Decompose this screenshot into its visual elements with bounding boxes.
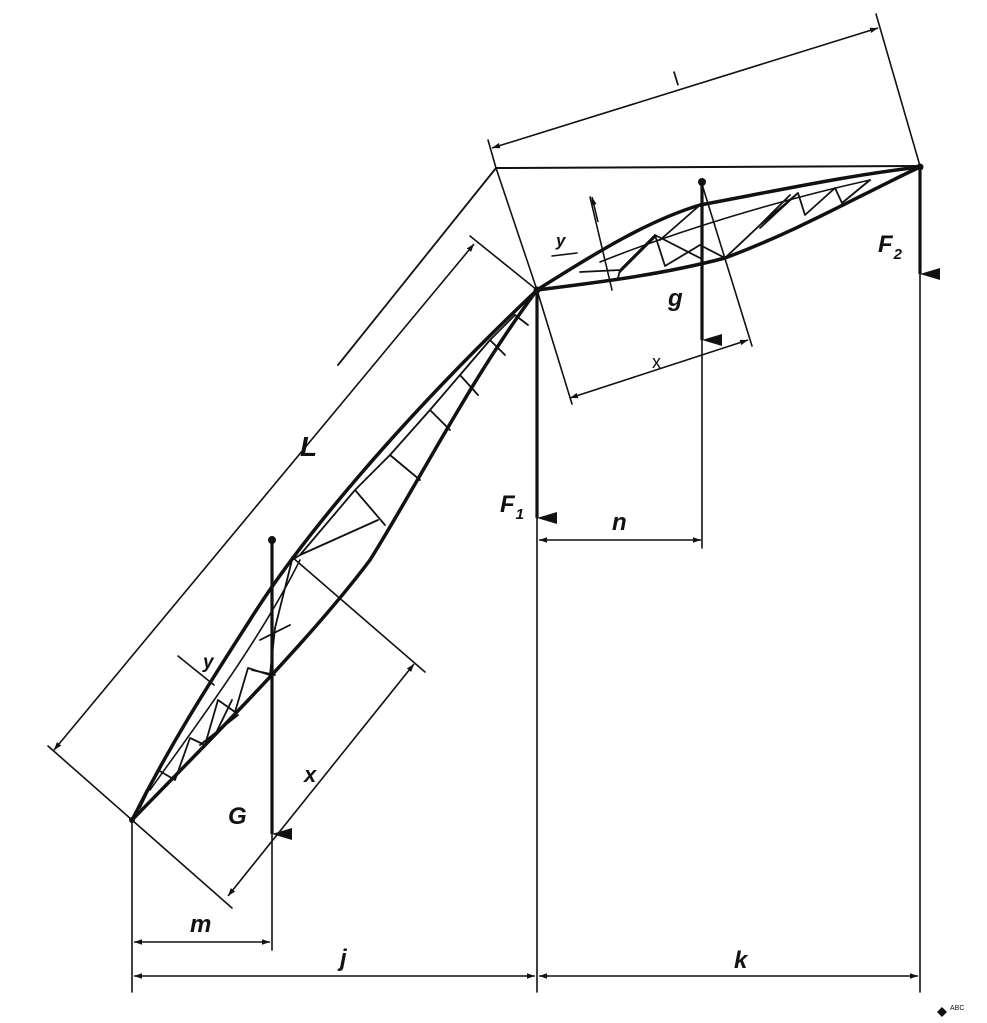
dimension-lines: [53, 27, 918, 979]
label-F1: F1: [500, 491, 524, 523]
dim-y-upper: [591, 196, 599, 223]
jib-tip-dot: [916, 163, 924, 171]
upper-cg-perp: [700, 180, 753, 347]
lower-boom-chord-top: [130, 288, 539, 822]
jib-start-ext: [487, 139, 497, 169]
pivot-to-envelope: [495, 167, 538, 291]
watermark: ABC: [937, 1005, 964, 1017]
L-ext-bottom: [47, 745, 133, 821]
upper-pivot-perp: [536, 289, 573, 405]
L-ext-top: [469, 235, 538, 291]
label-x-upper: x: [652, 352, 661, 372]
label-l: l: [671, 68, 682, 90]
label-m: m: [190, 911, 211, 938]
jib-end-ext: [875, 13, 921, 167]
upper-jib-lacing: [579, 179, 871, 279]
envelope-line-upper: [495, 165, 921, 169]
pivot-dot: [533, 286, 541, 294]
upper-y-tick: [551, 252, 578, 257]
label-k: k: [734, 947, 749, 974]
label-L: L: [300, 431, 317, 462]
geometry-lines: [47, 13, 921, 993]
dim-L: [53, 243, 475, 751]
watermark-icon: [937, 1007, 947, 1017]
cg-lower-dot: [268, 536, 276, 544]
dim-x-upper: [569, 339, 749, 399]
nodes: [129, 163, 924, 823]
boom-foot-dot: [129, 817, 135, 823]
label-j: j: [337, 945, 348, 972]
lower-boom-truss: [130, 288, 539, 822]
label-F2: F2: [878, 231, 903, 263]
label-y-upper: y: [555, 231, 567, 250]
label-x-lower: x: [303, 762, 317, 787]
force-arrows: [270, 168, 940, 840]
lower-boom-chord-mid: [149, 559, 301, 791]
lower-perp-line: [131, 819, 233, 909]
upper-y-perp: [589, 196, 613, 291]
dim-l: [491, 27, 879, 149]
envelope-line-lower: [337, 167, 497, 366]
watermark-text: ABC: [950, 1005, 964, 1012]
lower-boom-chord-bottom: [130, 288, 539, 822]
cg-upper-dot: [698, 178, 706, 186]
label-y-lower: y: [202, 652, 215, 673]
label-g: g: [667, 285, 683, 312]
label-G: G: [228, 803, 247, 830]
dim-x-lower: [227, 663, 415, 897]
label-n: n: [612, 509, 627, 536]
